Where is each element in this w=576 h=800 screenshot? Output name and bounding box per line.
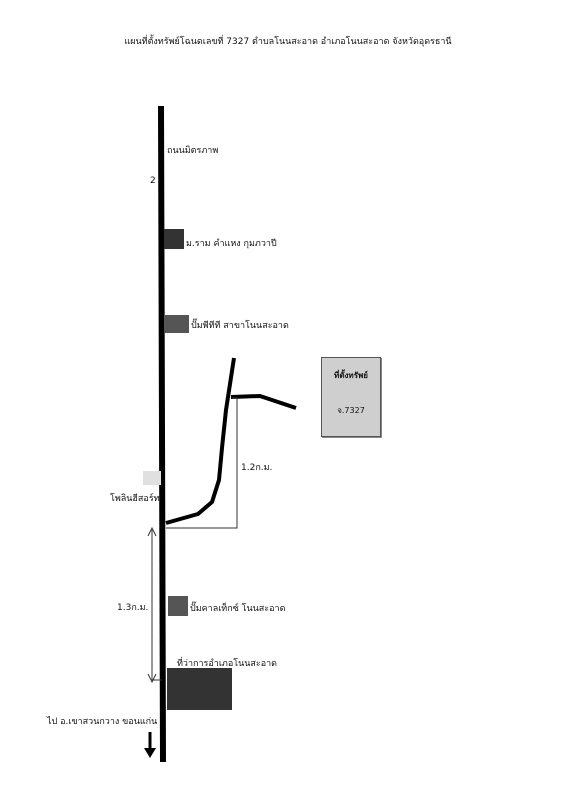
direction-label: ไป อ.เขาสวนกวาง ขอนแก่น xyxy=(47,717,158,727)
landmark-ptt-marker xyxy=(165,315,189,333)
landmark-resort-marker xyxy=(143,471,161,485)
road-number-label: 2 xyxy=(150,176,156,186)
landmark-resort-label: โพลินฮีสอร์ท xyxy=(110,494,160,504)
distance-bracket-1 xyxy=(166,397,238,529)
distance-2-label: 1.3ก.ม. xyxy=(117,603,149,613)
property-deed-number: จ.7327 xyxy=(337,406,365,415)
property-title: ที่ตั้งทรัพย์ xyxy=(334,371,368,380)
landmark-district-office-marker xyxy=(167,668,232,710)
side-road xyxy=(165,357,236,525)
landmark-ptt-label: ปั๊มพีทีที สาขาโนนสะอาด xyxy=(191,321,289,331)
landmark-caltex-marker xyxy=(168,596,188,616)
distance-1-label: 1.2ก.ม. xyxy=(241,463,273,473)
landmark-district-office-label: ที่ว่าการอำเภอโนนสะอาด xyxy=(177,659,278,669)
landmark-ramkhamhaeng-marker xyxy=(164,229,184,249)
landmark-ramkhamhaeng-label: ม.ราม คำแหง กุมภวาปี xyxy=(186,239,277,249)
property-access-road xyxy=(230,394,297,410)
road-name-label: ถนนมิตรภาพ xyxy=(167,146,219,156)
main-road xyxy=(158,105,166,763)
property-card: ที่ตั้งทรัพย์ จ.7327 xyxy=(321,357,381,437)
distance-arrow-2 xyxy=(147,526,162,684)
map-title: แผนที่ตั้งทรัพย์โฉนดเลขที่ 7327 ตำบลโนนส… xyxy=(124,37,452,47)
landmark-caltex-label: ปั๊มคาลเท็กซ์ โนนสะอาด xyxy=(190,604,286,614)
